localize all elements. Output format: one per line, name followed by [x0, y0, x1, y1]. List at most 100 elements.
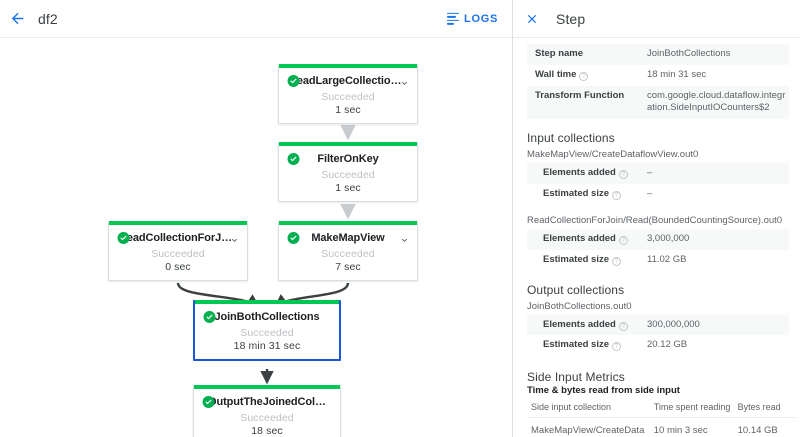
step-details-panel: Step Step name JoinBothCollections Wall … — [513, 0, 800, 437]
node-time: 1 sec — [335, 104, 361, 116]
panel-body: Step name JoinBothCollections Wall time?… — [513, 38, 800, 437]
row-label: Wall time? — [527, 65, 639, 86]
cell-time-spent: 10 min 3 sec — [649, 417, 734, 437]
node-status-stripe — [279, 221, 417, 225]
info-icon[interactable]: ? — [579, 71, 589, 81]
arrow-back-icon[interactable] — [0, 0, 34, 38]
graph-node[interactable]: ReadCollectionForJoin Succeeded 0 sec — [108, 221, 248, 281]
table-row: Elements added? 3,000,000 — [527, 228, 789, 250]
row-value: – — [647, 188, 653, 200]
section-title-input-collections: Input collections — [527, 131, 615, 146]
node-status: Succeeded — [240, 412, 294, 424]
info-icon[interactable]: ? — [618, 321, 628, 331]
row-label: Transform Function — [535, 89, 625, 101]
node-time: 1 sec — [335, 182, 361, 194]
column-header-bytes: Bytes read — [733, 398, 795, 419]
node-status-stripe — [109, 221, 247, 225]
row-label-text: Wall time — [535, 68, 577, 80]
row-value: 18 min 31 sec — [647, 68, 707, 80]
panel-title: Step — [556, 10, 586, 27]
info-icon[interactable]: ? — [618, 170, 628, 180]
node-title: ReadCollectionForJoin — [119, 232, 237, 244]
row-value: 11.02 GB — [647, 253, 687, 265]
column-header-collection: Side input collection — [527, 398, 650, 419]
row-label: Elements added? — [527, 315, 639, 336]
graph-node[interactable]: OutputTheJoinedCollec… Succeeded 18 sec — [193, 385, 341, 437]
top-bar: df2 LOGS — [0, 0, 512, 38]
success-check-icon — [287, 232, 300, 245]
row-value: – — [647, 167, 653, 179]
table-row: MakeMapView/CreateDataflowView.out0 10 m… — [527, 417, 795, 437]
row-label-text: Elements added — [543, 232, 616, 244]
table-row: Estimated size? – — [527, 184, 789, 205]
cell-collection: MakeMapView/CreateDataflowView.out0 — [527, 417, 650, 437]
logs-list-icon — [447, 12, 460, 25]
node-title: JoinBothCollections — [214, 311, 320, 323]
row-label: Elements added? — [527, 229, 639, 250]
row-value: JoinBothCollections — [647, 48, 731, 59]
close-icon[interactable] — [522, 9, 542, 29]
node-time: 18 min 31 sec — [233, 340, 301, 352]
table-row: Elements added? 300,000,000 — [527, 314, 789, 336]
collection-name: MakeMapView/CreateDataflowView.out0 — [527, 149, 699, 161]
side-input-subtitle: Time & bytes read from side input — [527, 385, 680, 397]
row-label-text: Estimated size — [543, 253, 609, 265]
table-row: Elements added? – — [527, 163, 789, 185]
graph-node[interactable]: ReadLargeCollectionFr… Succeeded 1 sec — [278, 64, 418, 124]
chevron-down-icon[interactable] — [229, 233, 240, 244]
node-status: Succeeded — [240, 327, 294, 339]
row-label: Estimated size? — [527, 335, 639, 356]
node-title: MakeMapView — [311, 232, 385, 244]
success-check-icon — [203, 311, 216, 324]
chevron-down-icon[interactable] — [399, 76, 410, 87]
panel-header: Step — [513, 0, 800, 38]
node-status: Succeeded — [321, 169, 375, 181]
info-icon[interactable]: ? — [612, 256, 621, 266]
node-status: Succeeded — [321, 248, 375, 260]
row-label-text: Elements added — [543, 318, 616, 330]
info-icon[interactable]: ? — [612, 191, 621, 201]
graph-node[interactable]: FilterOnKey Succeeded 1 sec — [278, 142, 418, 202]
graph-canvas[interactable]: ReadLargeCollectionFr… Succeeded 1 sec — [0, 38, 512, 437]
node-title: ReadLargeCollectionFr… — [289, 75, 407, 87]
row-value: 20.12 GB — [647, 339, 688, 351]
logs-button[interactable]: LOGS — [447, 12, 498, 25]
row-label: Step name — [535, 48, 584, 59]
table-row: Step name JoinBothCollections — [527, 44, 789, 65]
cell-bytes-read: 10.14 GB — [733, 417, 795, 437]
success-check-icon — [287, 75, 300, 88]
row-value: 300,000,000 — [647, 318, 700, 330]
row-label-text: Estimated size — [543, 188, 609, 200]
node-time: 7 sec — [335, 261, 361, 273]
row-label-text: Elements added — [543, 167, 616, 179]
input-collection-table-0: Elements added? – Estimated size? – — [527, 163, 789, 205]
job-graph-pane: df2 LOGS — [0, 0, 512, 437]
collection-name: JoinBothCollections.out0 — [527, 300, 632, 312]
table-header-row: Side input collection Time spent reading… — [527, 398, 795, 419]
output-collection-table-0: Elements added? 300,000,000 Estimated si… — [527, 314, 789, 357]
chevron-down-icon[interactable] — [399, 233, 410, 244]
node-time: 0 sec — [165, 261, 191, 273]
row-value: com.google.cloud.dataflow.integration.Si… — [647, 89, 786, 114]
node-title: FilterOnKey — [317, 153, 379, 165]
node-time: 18 sec — [251, 425, 283, 437]
node-status: Succeeded — [321, 91, 375, 103]
row-label-text: Estimated size — [543, 339, 609, 351]
row-value: 3,000,000 — [647, 232, 690, 244]
graph-node-selected[interactable]: JoinBothCollections Succeeded 18 min 31 … — [193, 300, 341, 361]
table-row: Transform Function com.google.cloud.data… — [527, 85, 789, 120]
column-header-time: Time spent reading — [649, 398, 734, 419]
pane-divider — [512, 0, 513, 437]
row-label: Estimated size? — [527, 184, 639, 205]
success-check-icon — [117, 232, 130, 245]
side-input-metrics-table: Side input collection Time spent reading… — [527, 398, 795, 437]
row-label: Elements added? — [527, 163, 639, 184]
page-title: df2 — [38, 10, 58, 27]
info-icon[interactable]: ? — [612, 342, 621, 352]
info-icon[interactable]: ? — [618, 235, 628, 245]
spacer — [513, 205, 800, 215]
step-summary-table: Step name JoinBothCollections Wall time?… — [527, 44, 789, 120]
table-row: Estimated size? 11.02 GB — [527, 250, 789, 271]
graph-node[interactable]: MakeMapView Succeeded 7 sec — [278, 221, 418, 281]
node-status-stripe — [194, 385, 340, 389]
